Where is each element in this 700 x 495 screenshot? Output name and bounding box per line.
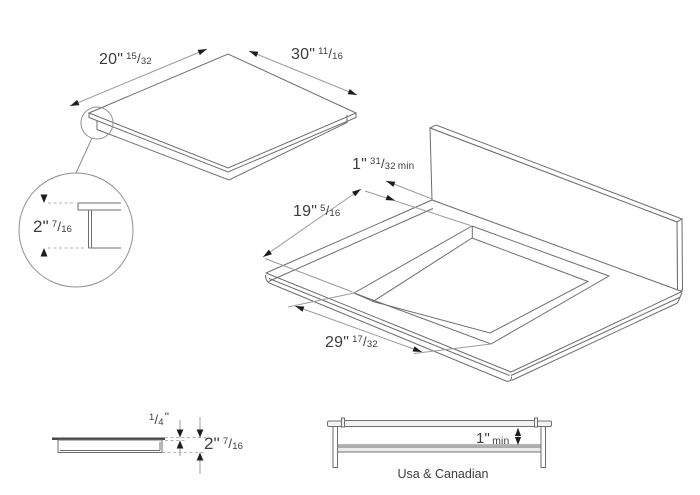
- counter-front-bullnose: [268, 278, 510, 376]
- counter-front-thickness: [271, 283, 512, 382]
- arrowhead: [249, 51, 259, 57]
- arrowhead: [385, 194, 395, 201]
- arrowhead: [40, 248, 48, 257]
- under-clearance-label: 1"min: [476, 430, 510, 447]
- profile-glass-top: [52, 437, 165, 440]
- shelf: [337, 444, 542, 453]
- arrowhead: [263, 249, 272, 257]
- arrowhead: [197, 49, 207, 56]
- arrowhead: [40, 194, 48, 203]
- overall-depth-dimension: [196, 417, 204, 474]
- cutout-width-dimension: [287, 292, 492, 354]
- cutout-depth-label: 19"5/16: [293, 203, 341, 220]
- cooktop-glass-top: [87, 53, 358, 169]
- arrowhead: [412, 346, 422, 352]
- counter-right-bullnose: [510, 296, 681, 376]
- cooktop-width-label: 30"11/16: [291, 46, 344, 63]
- detail-circle-outline: [18, 172, 134, 288]
- dim-value: 1": [352, 156, 367, 173]
- dim-value: 20": [99, 51, 124, 68]
- cooktop-depth-label: 20"15/32: [99, 51, 152, 68]
- cooktop-body-bar: [344, 420, 535, 427]
- arrowhead: [196, 452, 204, 461]
- countertop-cutout-view: [265, 124, 684, 382]
- cooktop-isometric-view: [75, 53, 358, 181]
- cooktop-width-dimension: [248, 50, 358, 96]
- counter-left-thickness: [268, 208, 434, 282]
- counter-stub-right: [537, 420, 552, 427]
- region-caption: Usa & Canadian: [397, 467, 489, 481]
- cutout-depth-dimension: [262, 188, 471, 293]
- glass-overhang-label: 1/4": [149, 410, 170, 428]
- cutout-inner-rim: [371, 237, 590, 334]
- arrowhead: [514, 437, 522, 445]
- counter-right-thickness: [511, 302, 678, 381]
- arrowhead: [347, 89, 357, 95]
- arrowhead: [196, 429, 204, 438]
- arrowhead: [176, 440, 184, 449]
- counter-right-end: [677, 292, 683, 304]
- cutout-corner-edge: [354, 293, 373, 302]
- edge-detail-thickness-label: 2"7/16: [33, 217, 73, 236]
- edge-detail-circle: [18, 172, 134, 288]
- counter-stub-left: [327, 420, 342, 427]
- detail-glass-profile: [77, 202, 121, 211]
- dim-value: 29": [325, 334, 350, 351]
- cooktop-glass-edge: [88, 113, 357, 173]
- under-clearance-view: [327, 417, 552, 468]
- cooktop-body-edge: [96, 115, 348, 181]
- backsplash-clearance-dimension: [385, 180, 433, 200]
- corner-callout-circle: [80, 106, 114, 140]
- arrowhead: [176, 429, 184, 438]
- dim-value: 1": [476, 430, 491, 447]
- arrowhead: [295, 306, 305, 312]
- cooktop-depth-dimension: [69, 48, 208, 107]
- arrowhead: [352, 189, 361, 197]
- glass-overhang-dimension: [176, 420, 184, 456]
- counter-corner-round: [265, 274, 273, 285]
- cabinet-leg-right: [540, 426, 546, 468]
- dim-value: 2": [33, 217, 49, 236]
- overall-depth-label: 2"7/16: [204, 434, 244, 453]
- arrowhead: [70, 99, 80, 106]
- dim-value: 2": [204, 434, 220, 453]
- cabinet-leg-left: [332, 426, 338, 468]
- dim-value: 30": [291, 46, 316, 63]
- cutout-width-label: 29"17/32: [325, 334, 378, 351]
- profile-body: [57, 439, 163, 453]
- dim-value: 19": [293, 203, 318, 220]
- callout-leader-line: [75, 137, 93, 174]
- arrowhead: [514, 428, 522, 436]
- side-profile-view: [52, 437, 206, 453]
- arrowhead: [386, 181, 396, 187]
